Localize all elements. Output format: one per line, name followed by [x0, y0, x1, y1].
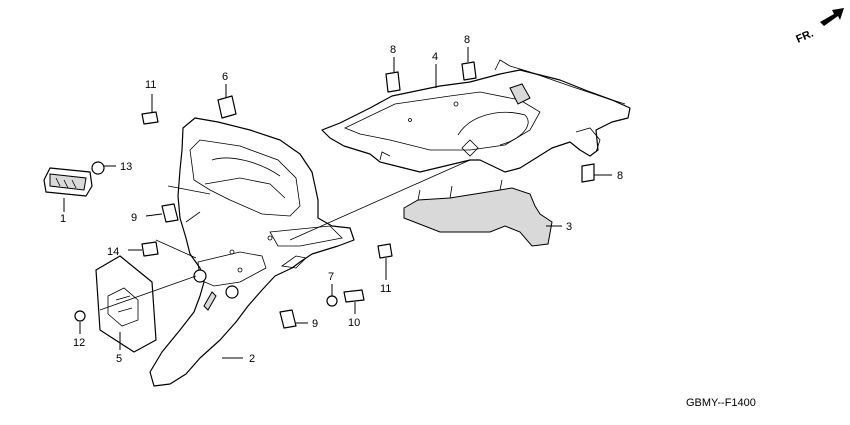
inner-fender-part	[321, 59, 631, 173]
callout-1: 1	[60, 213, 66, 225]
front-direction-indicator: FR.	[794, 8, 844, 46]
callout-13: 13	[120, 161, 132, 173]
callout-3: 3	[566, 221, 572, 233]
callout-8-a: 8	[390, 44, 396, 56]
callout-12: 12	[73, 337, 85, 349]
callout-14: 14	[107, 246, 119, 258]
callout-8-c: 8	[617, 170, 623, 182]
callout-9-b: 9	[312, 318, 318, 330]
callout-2: 2	[249, 353, 255, 365]
callout-9-a: 9	[131, 212, 137, 224]
callout-8-b: 8	[464, 34, 470, 46]
fasteners	[74, 61, 595, 329]
callout-10: 10	[348, 317, 360, 329]
rear-fender-part	[149, 117, 355, 387]
callout-11-b: 11	[380, 283, 391, 295]
leader-lines	[63, 47, 612, 359]
callout-6: 6	[222, 71, 228, 83]
callout-7: 7	[328, 271, 334, 283]
reflector-part	[43, 167, 93, 197]
callout-5: 5	[116, 353, 122, 365]
callout-11-a: 11	[145, 79, 156, 91]
mud-guard-part	[403, 179, 553, 247]
diagram-code: GBMY--F1400	[686, 397, 756, 409]
callout-labels: 1 2 3 4 5 6 7 8 8 8 9 9 10 11 11 12 13 1…	[60, 34, 623, 365]
callout-4: 4	[432, 51, 438, 63]
front-arrow-icon	[820, 8, 844, 26]
license-plate-bracket-part	[95, 255, 157, 353]
front-label: FR.	[794, 28, 815, 46]
